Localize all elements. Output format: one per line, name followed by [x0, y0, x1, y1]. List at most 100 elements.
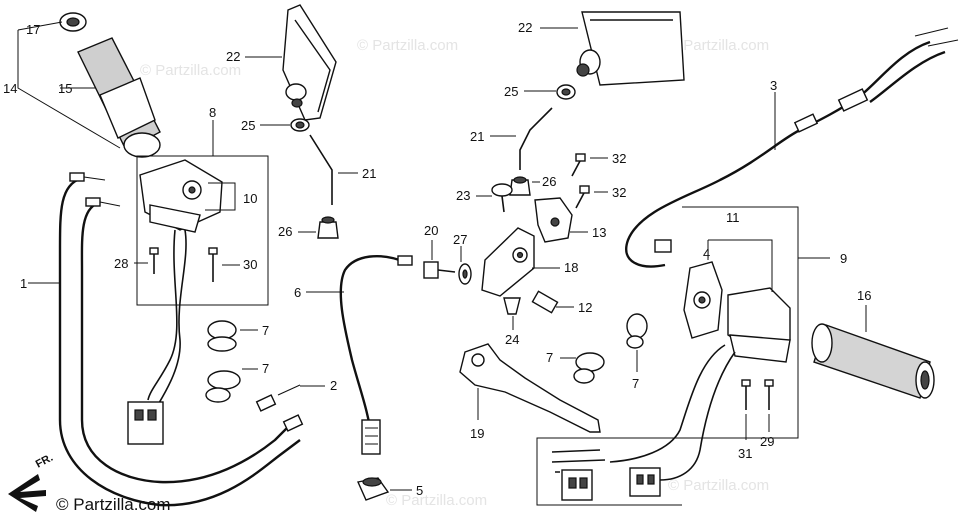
- callout-2: 2: [330, 378, 337, 393]
- direction-label: FR.: [34, 452, 55, 471]
- callout-17: 17: [26, 22, 40, 37]
- leader-14: [17, 30, 121, 149]
- part-12-lever-switch: [531, 290, 559, 314]
- callout-9: 9: [840, 251, 847, 266]
- switch-connector: [127, 401, 164, 445]
- clutch-cable-fittings: [361, 255, 413, 455]
- watermark-2: © Partzilla.com: [357, 37, 458, 54]
- callout-6: 6: [294, 285, 301, 300]
- part-7-cable-clamp-center: [573, 352, 605, 384]
- part-4-switch-housing-half: [683, 261, 723, 339]
- part-7-cable-clamp-right: [626, 313, 648, 349]
- callout-16: 16: [857, 288, 871, 303]
- part-20-adjuster-bolt: [423, 261, 456, 279]
- callout-26b: 26: [542, 174, 556, 189]
- switch-wire-a: [609, 344, 726, 463]
- part-13-lever-holder: [534, 197, 573, 243]
- callout-26a: 26: [278, 224, 292, 239]
- part-5-cable-boot: [357, 477, 390, 501]
- callout-4: 4: [703, 246, 710, 261]
- watermarks: © Partzilla.com © Partzilla.com © Partzi…: [140, 37, 769, 509]
- part-26-mirror-cap-left: [317, 216, 339, 239]
- part-7-cable-clamp-upper: [207, 320, 237, 352]
- leader-11: [708, 239, 773, 292]
- callout-7a: 7: [262, 323, 269, 338]
- callout-32b: 32: [612, 185, 626, 200]
- callout-24: 24: [505, 332, 519, 347]
- cable-end-fittings-top: [69, 172, 121, 207]
- part-22-mirror-left: [282, 4, 337, 121]
- callout-7d: 7: [632, 376, 639, 391]
- callout-31: 31: [738, 446, 752, 461]
- part-31-screw: [741, 379, 751, 410]
- callout-18: 18: [564, 260, 578, 275]
- watermark-3: © Partzilla.com: [668, 37, 769, 54]
- callout-13: 13: [592, 225, 606, 240]
- part-9-group-box: [536, 206, 799, 506]
- callout-14: 14: [3, 81, 17, 96]
- part-18-lever-bracket: [481, 227, 535, 297]
- part-24-dust-cap: [503, 297, 521, 315]
- part-26-mirror-cap-right: [509, 176, 531, 196]
- callout-15: 15: [58, 81, 72, 96]
- callout-21a: 21: [362, 166, 376, 181]
- part-1-throttle-cable: [58, 176, 301, 507]
- callout-3: 3: [770, 78, 777, 93]
- callout-7c: 7: [546, 350, 553, 365]
- part-15-throttle-grip: [77, 37, 161, 158]
- part-8-group-box: [136, 155, 269, 306]
- part-6-clutch-cable: [339, 255, 406, 441]
- part-30-screw: [208, 247, 218, 282]
- callout-1: 1: [20, 276, 27, 291]
- callout-5: 5: [416, 483, 423, 498]
- switch-wire-b: [659, 351, 736, 481]
- part-7-cable-clamp-lower: [205, 370, 241, 403]
- watermark-1: © Partzilla.com: [140, 62, 241, 79]
- leader-10: [205, 182, 236, 211]
- part-3-throttle-cable: [625, 40, 931, 268]
- callout-8: 8: [209, 105, 216, 120]
- part-28-screw: [149, 247, 159, 274]
- callout-19: 19: [470, 426, 484, 441]
- callout-10: 10: [243, 191, 257, 206]
- part-32-screw-upper: [571, 153, 586, 177]
- part-32-screw-lower: [575, 185, 590, 209]
- part-3-throttle-cable-b: [869, 50, 946, 103]
- switch-wire-left: [147, 229, 178, 401]
- callout-11: 11: [726, 210, 740, 225]
- callout-12: 12: [578, 300, 592, 315]
- switch-wire-right: [154, 229, 187, 411]
- callout-21b: 21: [470, 129, 484, 144]
- part-27-washer: [458, 263, 472, 285]
- part-22-mirror-right: [576, 11, 685, 86]
- callout-23: 23: [456, 188, 470, 203]
- part-1-throttle-cable-2: [80, 201, 296, 484]
- callout-22a: 22: [226, 49, 240, 64]
- part-19-clutch-lever: [459, 343, 601, 433]
- part-29-screw: [764, 379, 774, 410]
- part-23-pivot-bolt: [491, 183, 513, 213]
- part-2-cable-ends: [255, 384, 304, 432]
- part-11-switch-housing: [727, 287, 791, 363]
- part-21-mirror-stem-right: [519, 107, 553, 170]
- part-10-switch-housing: [139, 159, 223, 233]
- front-direction-arrow-icon: [8, 474, 46, 512]
- callout-20: 20: [424, 223, 438, 238]
- callout-numbers: 1 2 3 4 5 6 7 7 7 7 8 9 10 11 12 13 14 1…: [3, 20, 871, 498]
- callout-25a: 25: [241, 118, 255, 133]
- switch-connectors-right: [551, 449, 661, 501]
- watermark-5: © Partzilla.com: [668, 477, 769, 494]
- callout-27: 27: [453, 232, 467, 247]
- callout-32a: 32: [612, 151, 626, 166]
- callout-25b: 25: [504, 84, 518, 99]
- part-17-grip-end-cap: [59, 12, 87, 32]
- leader-17: [17, 21, 63, 31]
- part-16-left-grip: [811, 323, 935, 399]
- callout-22b: 22: [518, 20, 532, 35]
- callout-7b: 7: [262, 361, 269, 376]
- callout-29: 29: [760, 434, 774, 449]
- watermark-4: © Partzilla.com: [386, 492, 487, 509]
- part-25-mirror-nut-right: [556, 84, 576, 100]
- part-25-mirror-nut-left: [290, 118, 310, 132]
